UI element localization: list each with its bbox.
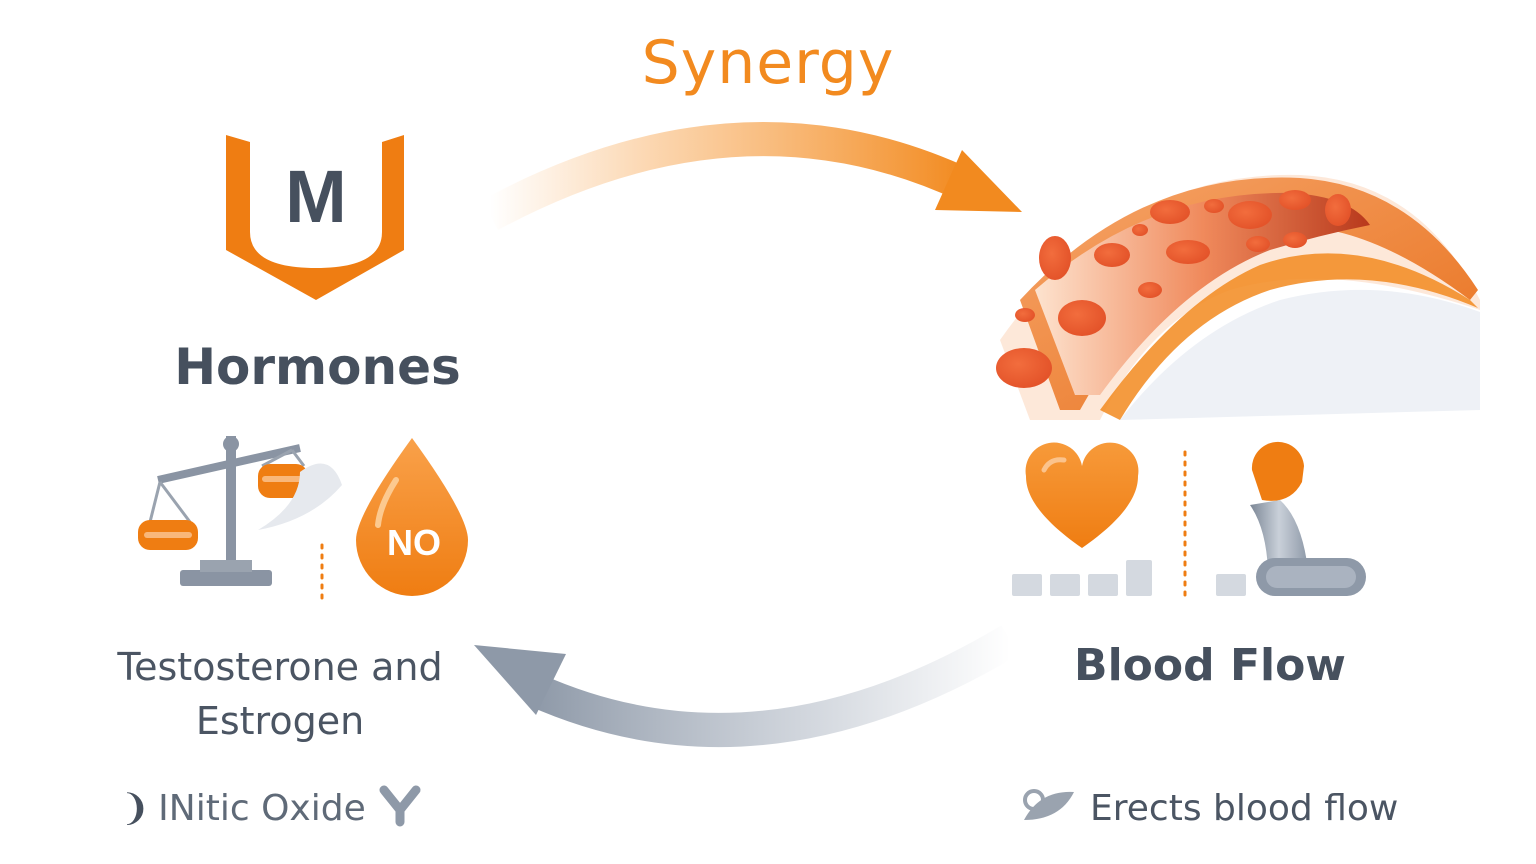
hormones-subtitle-line2: Estrogen <box>195 699 365 743</box>
hormones-heading: Hormones <box>174 338 461 396</box>
balance-scale-icon <box>138 436 342 586</box>
diagram-title: Synergy <box>641 28 895 98</box>
heart-icon <box>1025 442 1139 548</box>
blood-flow-heading: Blood Flow <box>1074 640 1346 691</box>
nitric-oxide-caption: ❩ INitic Oxide <box>120 788 366 829</box>
y-icon <box>379 785 421 827</box>
no-badge-label: NO <box>387 522 441 563</box>
logo-letter: M <box>285 155 347 238</box>
bracket-icon: ❩ <box>120 788 151 829</box>
hormones-subtitle-line1: Testosterone and <box>117 645 443 689</box>
shield-logo-icon: M <box>226 135 404 300</box>
tube-icon <box>1216 441 1366 596</box>
blood-vessel-icon <box>996 174 1480 420</box>
bar-indicators <box>1012 560 1152 596</box>
nitric-oxide-drop-icon: NO <box>356 438 468 596</box>
hormones-subtitle: Testosterone and Estrogen <box>80 640 480 748</box>
synergy-arrow-bottom <box>474 625 1019 747</box>
leaf-icon <box>1023 789 1074 820</box>
erects-caption: Erects blood flow <box>1020 788 1398 829</box>
synergy-arrow-top <box>481 122 1022 230</box>
erects-caption-text: Erects blood flow <box>1090 788 1399 829</box>
nitric-oxide-caption-text: INitic Oxide <box>158 788 366 829</box>
